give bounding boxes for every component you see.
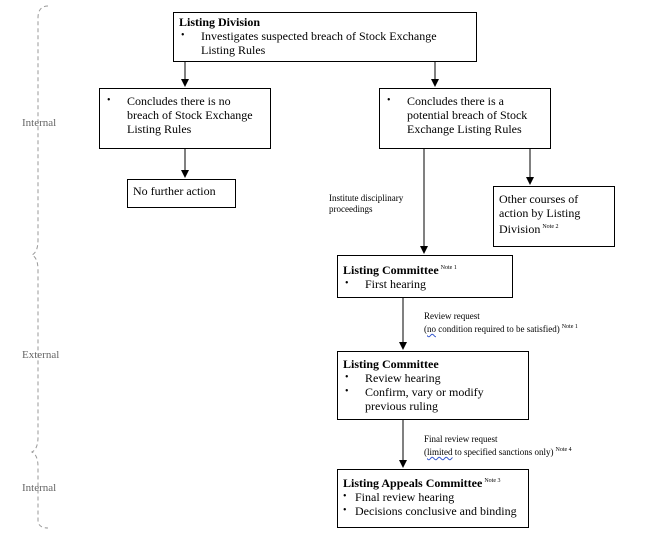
other-courses-text: Other courses of action by Listing Divis… bbox=[499, 192, 581, 236]
side-brace bbox=[30, 5, 49, 529]
committee-review-title: Listing Committee bbox=[343, 357, 439, 371]
box-no-further-action: No further action bbox=[127, 179, 236, 208]
label-review-request: Review request (no condition required to… bbox=[424, 311, 578, 335]
listing-division-bullet: Investigates suspected breach of Stock E… bbox=[179, 29, 471, 57]
side-label-external: External bbox=[22, 349, 60, 361]
no-further-action-text: No further action bbox=[133, 184, 216, 198]
appeals-bullet-1: Final review hearing bbox=[343, 490, 523, 504]
box-other-courses: Other courses of action by Listing Divis… bbox=[493, 186, 615, 247]
label-institute-line2: proceedings bbox=[329, 204, 373, 214]
box-potential-breach: Concludes there is a potential breach of… bbox=[379, 88, 551, 149]
label-final-paren: ( bbox=[424, 447, 427, 457]
label-review-underlined: no bbox=[427, 324, 436, 334]
label-review-line2: condition required to be satisfied) bbox=[436, 324, 560, 334]
appeals-title: Listing Appeals Committee bbox=[343, 476, 483, 490]
other-courses-note: Note 2 bbox=[542, 224, 559, 230]
label-review-note: Note 1 bbox=[561, 324, 578, 330]
committee-first-bullet: First hearing bbox=[343, 277, 507, 291]
no-breach-bullet: Concludes there is no breach of Stock Ex… bbox=[105, 94, 265, 136]
listing-division-title: Listing Division bbox=[179, 15, 261, 29]
label-institute-line1: Institute disciplinary bbox=[329, 193, 404, 203]
appeals-bullet-2: Decisions conclusive and binding bbox=[343, 504, 523, 518]
label-review-paren: ( bbox=[424, 324, 427, 334]
label-final-line2: to specified sanctions only) bbox=[452, 447, 554, 457]
appeals-note: Note 3 bbox=[484, 478, 501, 484]
side-label-internal-top: Internal bbox=[22, 117, 57, 129]
label-final-note: Note 4 bbox=[555, 447, 572, 453]
label-final-review: Final review request (limited to specifi… bbox=[424, 434, 572, 458]
committee-review-bullet-2: Confirm, vary or modify previous ruling bbox=[343, 385, 523, 413]
label-institute: Institute disciplinary proceedings bbox=[329, 193, 403, 215]
side-label-internal-bottom: Internal bbox=[22, 482, 57, 494]
label-final-underlined: limited bbox=[427, 447, 453, 457]
committee-first-note: Note 1 bbox=[440, 265, 457, 271]
box-listing-committee-review: Listing Committee Review hearing Confirm… bbox=[337, 351, 529, 420]
box-listing-division: Listing Division Investigates suspected … bbox=[173, 12, 477, 62]
label-final-line1: Final review request bbox=[424, 434, 498, 444]
box-no-breach: Concludes there is no breach of Stock Ex… bbox=[99, 88, 271, 149]
committee-review-bullet-1: Review hearing bbox=[343, 371, 523, 385]
committee-first-title: Listing Committee bbox=[343, 263, 439, 277]
potential-breach-bullet: Concludes there is a potential breach of… bbox=[385, 94, 545, 136]
label-review-line1: Review request bbox=[424, 311, 480, 321]
